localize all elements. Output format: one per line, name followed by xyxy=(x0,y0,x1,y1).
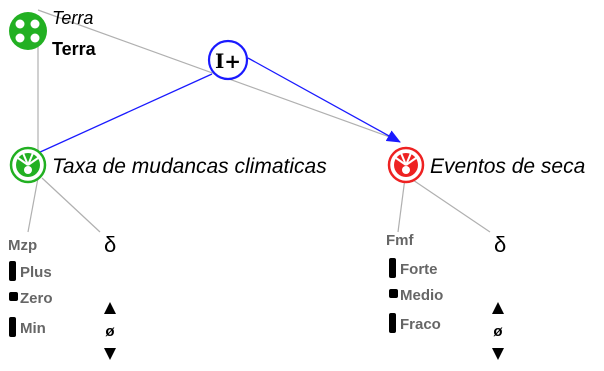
quantity-space-name: Mzp xyxy=(8,237,37,254)
influence-lines xyxy=(37,57,401,154)
influence-label: I+ xyxy=(215,49,241,73)
qs-point-marker xyxy=(9,292,18,301)
quantity-eventos[interactable]: Eventos de seca xyxy=(387,146,585,184)
quantity-name-eventos: Eventos de seca xyxy=(430,155,585,178)
down-arrow-icon xyxy=(492,348,504,360)
entity-italic-label: Terra xyxy=(52,8,93,28)
green-dots-circle-icon xyxy=(9,12,47,50)
qs-point-marker xyxy=(389,289,398,298)
quantity-space-fmf[interactable]: Fmf Forte Medio Fraco xyxy=(386,232,443,333)
delta-symbol: δ xyxy=(494,232,506,257)
qs-value-marker xyxy=(9,317,16,337)
qs-value-marker xyxy=(389,313,396,333)
arrow-influence-to-eventos xyxy=(247,57,401,143)
line-taxa-to-qs xyxy=(27,177,39,233)
down-arrow-icon xyxy=(104,348,116,360)
derivative-eventos[interactable]: δ ø xyxy=(492,232,506,360)
line-eventos-to-qs xyxy=(397,177,406,233)
quantity-taxa[interactable]: Taxa de mudancas climaticas xyxy=(9,146,327,184)
qs-value-marker xyxy=(389,258,396,278)
quantity-space-mzp[interactable]: Mzp Plus Zero Min xyxy=(8,237,53,337)
line-taxa-to-influence xyxy=(37,73,213,154)
structure-lines xyxy=(27,9,491,233)
red-gauge-icon xyxy=(387,146,425,184)
quantity-name-taxa: Taxa de mudancas climaticas xyxy=(52,155,327,178)
influence-node[interactable]: I+ xyxy=(207,39,249,81)
qs-value-zero: Zero xyxy=(20,290,53,307)
qs-value-forte: Forte xyxy=(400,261,438,278)
derivative-taxa[interactable]: δ ø xyxy=(104,232,116,360)
qs-value-min: Min xyxy=(20,320,46,337)
qs-value-fraco: Fraco xyxy=(400,316,441,333)
qs-value-medio: Medio xyxy=(400,287,443,304)
delta-symbol: δ xyxy=(104,232,116,257)
entity-terra[interactable]: Terra Terra xyxy=(9,8,97,59)
line-taxa-to-derivative xyxy=(41,177,101,233)
derivative-value: ø xyxy=(493,323,503,340)
quantity-space-name: Fmf xyxy=(386,232,415,249)
entity-bold-label: Terra xyxy=(52,39,97,59)
up-arrow-icon xyxy=(492,302,504,314)
qs-value-plus: Plus xyxy=(20,264,52,281)
qs-value-marker xyxy=(9,261,16,281)
line-eventos-to-derivative xyxy=(409,177,491,233)
up-arrow-icon xyxy=(104,302,116,314)
derivative-value: ø xyxy=(105,323,115,340)
green-gauge-icon xyxy=(9,146,47,184)
